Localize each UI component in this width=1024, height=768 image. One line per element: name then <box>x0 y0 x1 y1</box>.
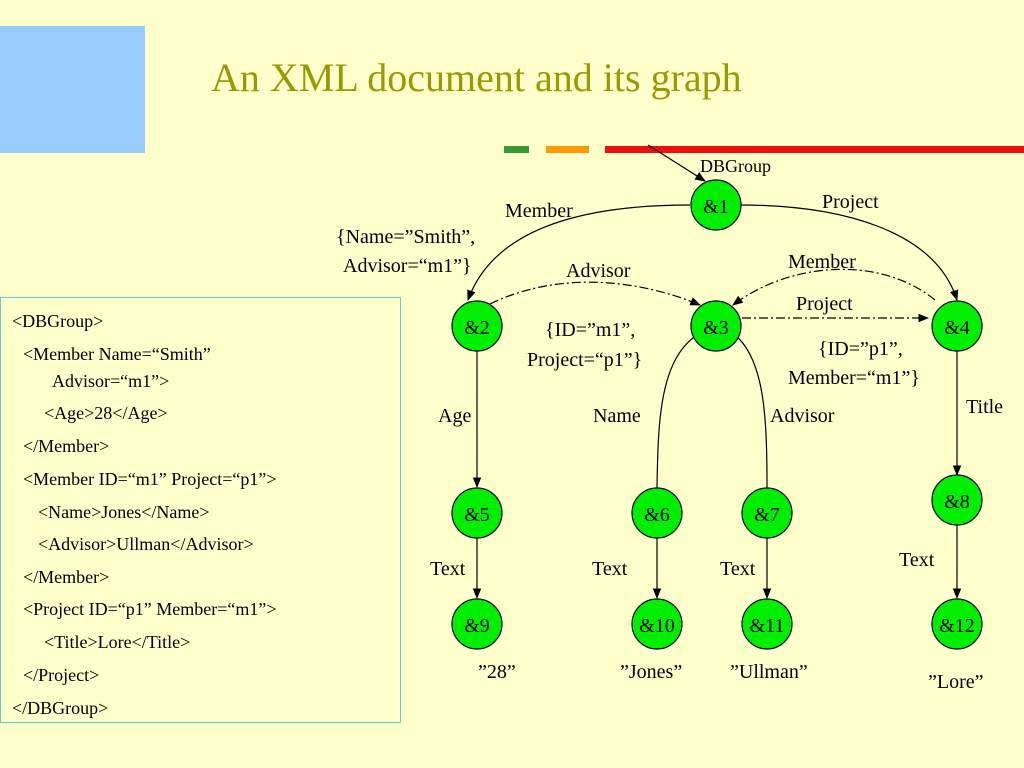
attr-node4-line2: Member=“m1”} <box>788 367 920 389</box>
graph-node-3: &3 <box>690 300 742 352</box>
edge-label-name: Name <box>593 405 641 427</box>
attr-node2-line2: Advisor=“m1”} <box>343 255 472 277</box>
node-label: &9 <box>464 615 490 637</box>
xml-line: </Project> <box>23 665 100 685</box>
root-label: DBGroup <box>700 156 771 176</box>
edge-label-project-ref: Project <box>796 293 853 315</box>
graph-node-2: &2 <box>451 300 503 352</box>
node-label: &1 <box>703 196 729 218</box>
accent-bar-green <box>504 146 529 153</box>
attr-node2-line1: {Name=”Smith”, <box>336 226 475 248</box>
edge-label-title: Title <box>966 396 1003 418</box>
edge-member-1-2 <box>467 204 691 302</box>
edge-project-1-4 <box>739 204 959 302</box>
accent-bar-orange <box>546 146 589 153</box>
xml-document-box: <DBGroup> <Member Name=“Smith” Advisor=“… <box>0 297 401 723</box>
node-label: &2 <box>464 317 490 339</box>
node-label: &6 <box>644 504 670 526</box>
xml-line: <Member Name=“Smith” <box>23 344 211 364</box>
graph-node-4: &4 <box>931 300 983 352</box>
edge-label-text: Text <box>720 558 756 580</box>
node-label: &8 <box>944 491 970 513</box>
value-lore: ”Lore” <box>928 671 984 693</box>
xml-line: </Member> <box>23 436 110 456</box>
edge-label-member: Member <box>505 200 573 222</box>
xml-line: </Member> <box>23 567 110 587</box>
edge-label-project: Project <box>822 191 879 213</box>
node-label: &7 <box>754 504 780 526</box>
xml-line: <DBGroup> <box>12 311 104 331</box>
graph-node-9: &9 <box>451 598 503 650</box>
node-label: &5 <box>464 504 490 526</box>
edge-label-text: Text <box>592 558 628 580</box>
xml-line: <Member ID=“m1” Project=“p1”> <box>23 469 277 489</box>
graph-node-7: &7 <box>741 487 793 539</box>
attr-node3-line2: Project=“p1”} <box>527 349 642 371</box>
edge-label-advisor-2: Advisor <box>770 405 835 427</box>
node-label: &3 <box>703 317 729 339</box>
slide-title: An XML document and its graph <box>211 55 742 100</box>
value-jones: ”Jones” <box>620 661 682 683</box>
graph-node-12: &12 <box>931 598 983 650</box>
xml-line: <Title>Lore</Title> <box>44 632 191 652</box>
graph-node-5: &5 <box>451 487 503 539</box>
graph-node-11: &11 <box>741 598 793 650</box>
xml-line: <Advisor>Ullman</Advisor> <box>38 534 254 554</box>
accent-bar-red <box>605 146 1024 153</box>
xml-line: <Project ID=“p1” Member=“m1”> <box>23 599 277 619</box>
attr-node4-line1: {ID=”p1”, <box>818 338 903 360</box>
xml-line: Advisor=“m1”> <box>52 371 170 391</box>
graph-node-10: &10 <box>631 598 683 650</box>
xml-line: <Name>Jones</Name> <box>38 502 210 522</box>
graph-node-1: &1 <box>690 179 742 231</box>
xml-line: </DBGroup> <box>12 698 109 718</box>
xml-line: <Age>28</Age> <box>44 403 168 423</box>
node-label: &4 <box>944 317 970 339</box>
value-28: ”28” <box>478 661 516 683</box>
root-pointer-edge <box>647 144 706 182</box>
node-label: &10 <box>639 615 675 637</box>
graph-node-6: &6 <box>631 487 683 539</box>
edge-name-3-6 <box>656 334 698 489</box>
value-ullman: ”Ullman” <box>730 661 808 683</box>
edge-advisor-3-7 <box>734 334 768 489</box>
edge-label-text: Text <box>899 549 935 571</box>
edge-label-advisor: Advisor <box>566 260 631 282</box>
edge-label-text: Text <box>430 558 466 580</box>
node-label: &11 <box>750 615 785 637</box>
edge-label-age: Age <box>438 405 471 427</box>
node-label: &12 <box>939 615 975 637</box>
graph-node-8: &8 <box>931 474 983 526</box>
edge-advisor-ref-2-3 <box>489 281 701 306</box>
edge-member-ref-4-3 <box>732 268 936 306</box>
corner-accent-block <box>0 26 145 153</box>
attr-node3-line1: {ID=”m1”, <box>545 319 635 341</box>
edge-label-member-ref: Member <box>788 251 856 273</box>
